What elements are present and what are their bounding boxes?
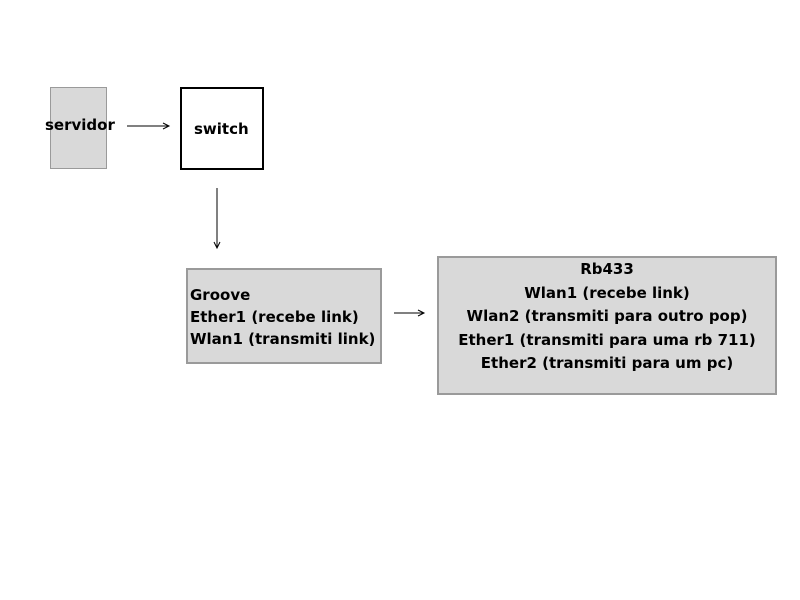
rb433-line-wlan1: Wlan1 (recebe link)	[524, 283, 690, 302]
switch-label: switch	[194, 120, 249, 138]
arrow-switch-to-groove	[213, 188, 221, 250]
rb433-node: Rb433 Wlan1 (recebe link) Wlan2 (transmi…	[437, 256, 777, 395]
rb433-line-ether2: Ether2 (transmiti para um pc)	[480, 354, 734, 372]
switch-node: switch	[180, 87, 264, 170]
rb433-line-ether1: Ether1 (transmiti para uma rb 711)	[458, 330, 756, 349]
rb433-title: Rb433	[580, 260, 634, 278]
groove-line-ether1: Ether1 (recebe link)	[190, 308, 359, 326]
servidor-node: servidor	[45, 87, 115, 169]
rb433-line-wlan2: Wlan2 (transmiti para outro pop)	[466, 307, 748, 325]
groove-title: Groove	[190, 286, 251, 304]
servidor-label: servidor	[45, 116, 115, 134]
groove-node: Groove Ether1 (recebe link) Wlan1 (trans…	[186, 268, 382, 364]
arrow-servidor-to-switch	[127, 122, 171, 130]
groove-line-wlan1: Wlan1 (transmiti link)	[190, 330, 376, 348]
arrow-groove-to-rb433	[394, 309, 426, 317]
